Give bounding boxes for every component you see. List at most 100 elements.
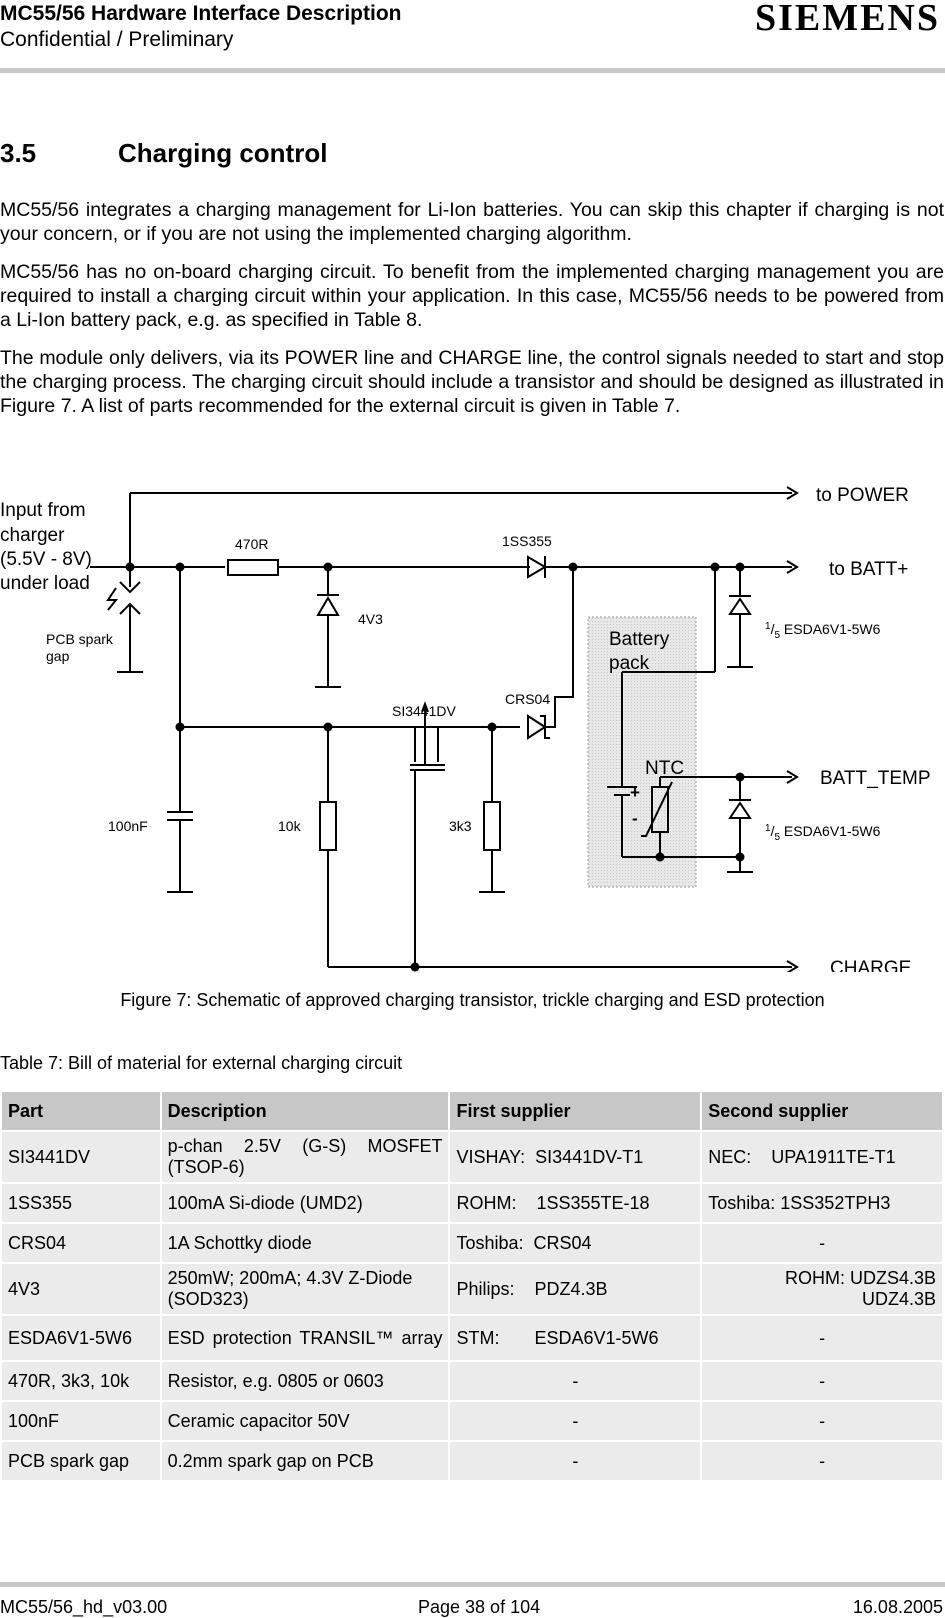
paragraph-3: The module only delivers, via its POWER … (0, 347, 944, 417)
power-arrow (786, 486, 799, 500)
charge-label: CHARGE (830, 958, 911, 972)
resistor-3k3 (483, 801, 501, 851)
table-row: 470R, 3k3, 10k Resistor, e.g. 0805 or 06… (2, 1362, 942, 1400)
spark-gap-label-1: PCB spark (46, 631, 114, 647)
paragraph-2: MC55/56 has no on-board charging circuit… (0, 261, 944, 331)
r3k3-label: 3k3 (449, 818, 472, 834)
ntc-label: NTC (645, 758, 684, 779)
cell-first-supplier: STM: ESDA6V1-5W6 (450, 1316, 701, 1360)
cell-part: CRS04 (2, 1224, 160, 1262)
cell-description: Ceramic capacitor 50V (161, 1402, 449, 1440)
table-row: 1SS355 100mA Si-diode (UMD2) ROHM: 1SS35… (2, 1184, 942, 1222)
document-title: MC55/56 Hardware Interface Description (0, 2, 402, 25)
cell-part: 4V3 (2, 1264, 160, 1314)
cell-second-supplier: - (702, 1402, 942, 1440)
cell-part: 1SS355 (2, 1184, 160, 1222)
document-subtitle: Confidential / Preliminary (0, 28, 234, 51)
cell-first-supplier: - (450, 1362, 701, 1400)
cell-second-supplier: Toshiba: 1SS352TPH3 (702, 1184, 942, 1222)
esd-lower-label: 1/5 ESDA6V1-5W6 (765, 823, 881, 843)
table-row: ESDA6V1-5W6 ESD protection TRANSIL™ arra… (2, 1316, 942, 1360)
r10k-label: 10k (278, 818, 302, 834)
diode-crs04 (527, 714, 547, 740)
diode-1ss355 (527, 555, 547, 579)
header-part: Part (2, 1092, 160, 1130)
input-label-3: (5.5V - 8V) (0, 549, 92, 570)
header-description: Description (161, 1092, 449, 1130)
z4v3-label: 4V3 (358, 611, 383, 627)
cell-part: 100nF (2, 1402, 160, 1440)
esd-upper-label: 1/5 ESDA6V1-5W6 (765, 621, 881, 641)
cell-first-supplier: Philips: PDZ4.3B (450, 1264, 701, 1314)
bom-table: Part Description First supplier Second s… (0, 1090, 944, 1482)
section-heading: 3.5 Charging control (0, 138, 327, 169)
mosfet-label: SI3441DV (392, 703, 456, 719)
table-row: 4V3 250mW; 200mA; 4.3V Z-Diode (SOD323) … (2, 1264, 942, 1314)
spark-icon (106, 587, 119, 611)
resistor-10k (319, 801, 337, 851)
zener-4v3 (316, 596, 340, 616)
page-header: MC55/56 Hardware Interface Description C… (0, 0, 945, 72)
cell-description: 250mW; 200mA; 4.3V Z-Diode (SOD323) (161, 1264, 449, 1314)
crs04-label: CRS04 (505, 691, 550, 707)
paragraph-1: MC55/56 integrates a charging management… (0, 199, 944, 245)
figure-caption: Figure 7: Schematic of approved charging… (120, 990, 825, 1010)
cell-first-supplier: - (450, 1402, 701, 1440)
d1ss355-label: 1SS355 (502, 533, 552, 549)
siemens-logo: SIEMENS (754, 0, 940, 39)
cell-second-supplier: ROHM: UDZS4.3B UDZ4.3B (702, 1264, 942, 1314)
document-id: MC55/56_hd_v03.00 (0, 1597, 168, 1617)
spark-gap-label-2: gap (46, 648, 70, 664)
cell-part: PCB spark gap (2, 1442, 160, 1480)
table-caption: Table 7: Bill of material for external c… (0, 1053, 403, 1073)
cell-description: 100mA Si-diode (UMD2) (161, 1184, 449, 1222)
header-second-supplier: Second supplier (702, 1092, 942, 1130)
cell-description: p-chan 2.5V (G-S) MOSFET (TSOP-6) (161, 1132, 449, 1182)
cell-description: Resistor, e.g. 0805 or 0603 (161, 1362, 449, 1400)
page-number: Page 38 of 104 (418, 1597, 541, 1617)
table-row: 100nF Ceramic capacitor 50V - - (2, 1402, 942, 1440)
table-row: PCB spark gap 0.2mm spark gap on PCB - - (2, 1442, 942, 1480)
input-label-2: charger (0, 525, 65, 546)
battery-pack-box (587, 616, 697, 888)
cell-part: ESDA6V1-5W6 (2, 1316, 160, 1360)
cell-first-supplier: VISHAY: SI3441DV-T1 (450, 1132, 701, 1182)
cell-part: SI3441DV (2, 1132, 160, 1182)
battery-plus-label: + (630, 783, 640, 802)
cell-description: ESD protection TRANSIL™ array (161, 1316, 449, 1360)
to-batt-label: to BATT+ (829, 559, 908, 580)
table-row: SI3441DV p-chan 2.5V (G-S) MOSFET (TSOP-… (2, 1132, 942, 1182)
junctions (125, 562, 745, 972)
input-label-4: under load (0, 573, 90, 594)
batt-temp-label: BATT_TEMP (820, 768, 931, 789)
resistor-470r (227, 559, 279, 576)
header-rule (0, 68, 945, 73)
esd-diode-upper (728, 597, 752, 615)
cell-description: 1A Schottky diode (161, 1224, 449, 1262)
cell-part: 470R, 3k3, 10k (2, 1362, 160, 1400)
r470-label: 470R (235, 536, 268, 552)
cell-first-supplier: - (450, 1442, 701, 1480)
header-first-supplier: First supplier (450, 1092, 701, 1130)
table-header-row: Part Description First supplier Second s… (2, 1092, 942, 1130)
battery-pack-label-1: Battery (609, 629, 670, 650)
to-power-label: to POWER (816, 485, 909, 506)
table-row: CRS04 1A Schottky diode Toshiba: CRS04 - (2, 1224, 942, 1262)
esd-diode-lower (728, 801, 752, 819)
cell-first-supplier: Toshiba: CRS04 (450, 1224, 701, 1262)
input-label-1: Input from (0, 500, 86, 521)
cell-second-supplier: - (702, 1362, 942, 1400)
footer-rule (0, 1582, 945, 1587)
cell-second-supplier: - (702, 1442, 942, 1480)
section-number: 3.5 (0, 138, 37, 168)
cell-second-supplier: - (702, 1224, 942, 1262)
charging-schematic: Input from charger (5.5V - 8V) under loa… (0, 485, 931, 972)
cell-first-supplier: ROHM: 1SS355TE-18 (450, 1184, 701, 1222)
c100nf-label: 100nF (108, 818, 148, 834)
battery-pack-label-2: pack (609, 653, 650, 674)
section-title: Charging control (118, 138, 328, 168)
cell-second-supplier: - (702, 1316, 942, 1360)
battery-minus-label: - (632, 809, 638, 828)
cell-description: 0.2mm spark gap on PCB (161, 1442, 449, 1480)
cell-second-supplier: NEC: UPA1911TE-T1 (702, 1132, 942, 1182)
